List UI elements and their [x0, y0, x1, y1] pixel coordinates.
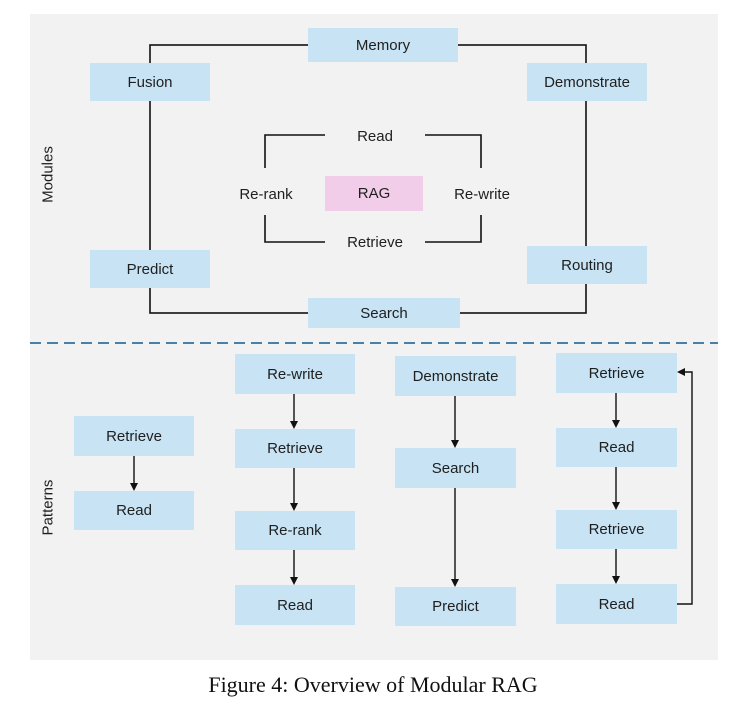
diagram-panel [30, 14, 718, 660]
pattern3-predict-box: Predict [395, 587, 516, 626]
modules-label: Modules [39, 146, 57, 203]
inner-read-label: Read [357, 127, 393, 145]
pattern2-retrieve-box: Retrieve [235, 429, 355, 468]
pattern3-search-box: Search [395, 448, 516, 488]
pattern2-rewrite-box: Re-write [235, 354, 355, 394]
pattern4-read2-box: Read [556, 584, 677, 624]
inner-retrieve-label: Retrieve [347, 233, 403, 251]
inner-rewrite-label: Re-write [454, 185, 510, 203]
pattern2-read-box: Read [235, 585, 355, 625]
rag-box: RAG [325, 176, 423, 211]
memory-box: Memory [308, 28, 458, 62]
loop-arrow [677, 368, 693, 605]
pattern4-retrieve-box: Retrieve [556, 353, 677, 393]
inner-top-right-bracket [425, 134, 482, 168]
predict-box: Predict [90, 250, 210, 288]
figure-caption: Figure 4: Overview of Modular RAG [208, 672, 538, 697]
pattern3-demonstrate-box: Demonstrate [395, 356, 516, 396]
demonstrate-box: Demonstrate [527, 63, 647, 101]
search-box: Search [308, 298, 460, 328]
pattern1-retrieve-box: Retrieve [74, 416, 194, 456]
routing-box: Routing [527, 246, 647, 284]
inner-rerank-label: Re-rank [239, 185, 293, 203]
patterns-label: Patterns [39, 479, 57, 536]
fusion-box: Fusion [90, 63, 210, 101]
pattern4-read-box: Read [556, 428, 677, 467]
pattern1-read-box: Read [74, 491, 194, 530]
inner-top-left-bracket [264, 134, 325, 168]
inner-bottom-left-bracket [264, 215, 325, 243]
pattern4-retrieve2-box: Retrieve [556, 510, 677, 549]
inner-bottom-right-bracket [425, 215, 482, 243]
pattern2-rerank-box: Re-rank [235, 511, 355, 550]
